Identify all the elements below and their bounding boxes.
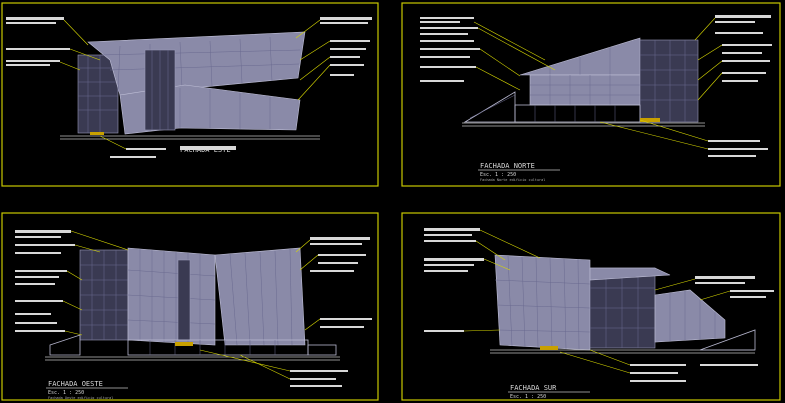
annotations-oeste (15, 230, 372, 387)
frame-este (1, 2, 379, 187)
title-este: FACHADA ESTE (180, 146, 231, 154)
annotations-este (6, 17, 372, 158)
viewport-sur[interactable]: FACHADA SUR Esc. 1 : 250 (401, 212, 781, 401)
scale-norte: Esc. 1 : 250 (480, 172, 516, 178)
note-norte: Fachada Norte edificio cultural (480, 178, 545, 182)
viewport-este[interactable]: FACHADA ESTE (1, 2, 379, 187)
viewport-norte[interactable]: FACHADA NORTE Esc. 1 : 250 Fachada Norte… (401, 2, 781, 187)
annotations-sur (424, 228, 774, 382)
scale-sur: Esc. 1 : 250 (510, 394, 546, 400)
annotations-norte (420, 15, 772, 157)
frame-sur (401, 212, 781, 401)
title-oeste: FACHADA OESTE (48, 380, 103, 388)
title-norte: FACHADA NORTE (480, 162, 535, 170)
frame-norte (401, 2, 781, 187)
frame-oeste (1, 212, 379, 401)
elevation-sur (490, 254, 756, 354)
title-sur: FACHADA SUR (510, 384, 557, 392)
elevation-este (60, 31, 320, 140)
note-oeste: Fachada Oeste edificio cultural (48, 396, 113, 400)
elevation-norte (462, 37, 705, 127)
viewport-oeste[interactable]: FACHADA OESTE Esc. 1 : 250 Fachada Oeste… (1, 212, 379, 401)
elevation-oeste (45, 247, 340, 361)
scale-oeste: Esc. 1 : 250 (48, 390, 84, 396)
